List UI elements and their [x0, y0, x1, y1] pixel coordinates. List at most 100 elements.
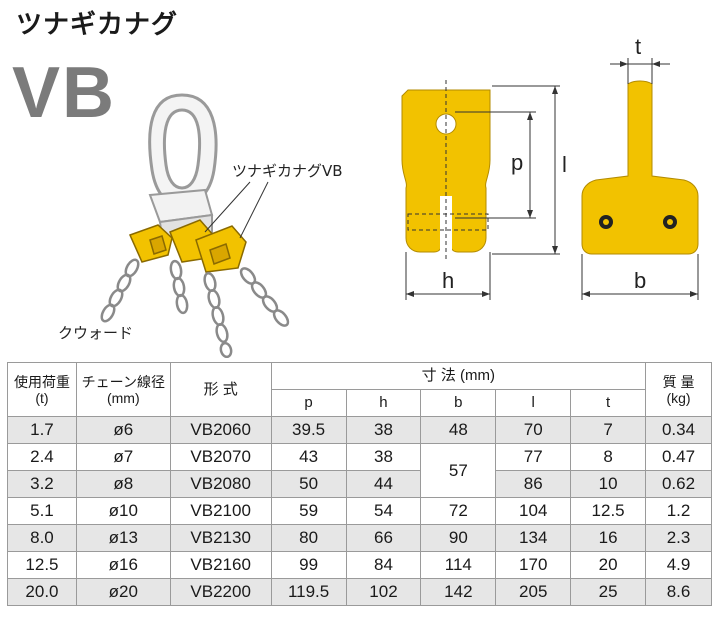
cell-h: 38 [345, 443, 422, 471]
cell-load: 12.5 [7, 551, 77, 579]
cell-mass: 0.34 [645, 416, 712, 444]
dimension-lines [405, 58, 699, 300]
product-illustration [100, 93, 290, 358]
cell-t: 10 [570, 470, 647, 498]
cell-model: VB2060 [169, 416, 272, 444]
cell-chain: ø13 [75, 524, 171, 552]
header-t: t [570, 389, 647, 417]
cell-load: 20.0 [7, 578, 77, 606]
cell-b: 72 [420, 497, 497, 525]
cell-h: 38 [345, 416, 422, 444]
table-row: 3.2 ø8 VB2080 50 44 86 10 0.62 [7, 470, 712, 498]
dimension-arrows [406, 61, 698, 297]
cell-chain: ø20 [75, 578, 171, 606]
cell-model: VB2080 [169, 470, 272, 498]
header-dims: 寸 法 (mm) [270, 362, 647, 390]
cell-load: 2.4 [7, 443, 77, 471]
cell-p: 43 [270, 443, 347, 471]
header-p: p [270, 389, 347, 417]
header-mass: 質 量 (kg) [645, 362, 712, 417]
cell-mass: 0.62 [645, 470, 712, 498]
header-mass-unit: (kg) [666, 389, 691, 406]
cell-load: 1.7 [7, 416, 77, 444]
cell-t: 25 [570, 578, 647, 606]
page-title: ツナギカナグ [16, 10, 179, 40]
cell-model: VB2130 [169, 524, 272, 552]
header-h: h [345, 389, 422, 417]
cell-chain: ø10 [75, 497, 171, 525]
cell-l: 170 [495, 551, 572, 579]
cell-t: 20 [570, 551, 647, 579]
cell-mass: 2.3 [645, 524, 712, 552]
header-mass-label: 質 量 [662, 373, 695, 390]
header-l: l [495, 389, 572, 417]
header-chain-unit: (mm) [106, 389, 140, 406]
cell-h: 66 [345, 524, 422, 552]
cell-mass: 1.2 [645, 497, 712, 525]
cell-t: 8 [570, 443, 647, 471]
dim-label-t: t [635, 34, 642, 59]
cell-l: 77 [495, 443, 572, 471]
cell-model: VB2160 [169, 551, 272, 579]
cell-b: 142 [420, 578, 497, 606]
dim-label-l: l [562, 152, 567, 177]
cell-l: 205 [495, 578, 572, 606]
cell-l: 104 [495, 497, 572, 525]
cell-chain: ø6 [75, 416, 171, 444]
header-load: 使用荷重 (t) [7, 362, 77, 417]
cell-chain: ø16 [75, 551, 171, 579]
cell-mass: 4.9 [645, 551, 712, 579]
cell-p: 50 [270, 470, 347, 498]
table-row: 5.1 ø10 VB2100 59 54 72 104 12.5 1.2 [7, 497, 712, 525]
cell-load: 8.0 [7, 524, 77, 552]
cell-p: 80 [270, 524, 347, 552]
cell-b: 48 [420, 416, 497, 444]
table-row: 8.0 ø13 VB2130 80 66 90 134 16 2.3 [7, 524, 712, 552]
table-row: 20.0 ø20 VB2200 119.5 102 142 205 25 8.6 [7, 578, 712, 606]
cell-b: 90 [420, 524, 497, 552]
chain-icon [100, 258, 290, 358]
cell-mass: 8.6 [645, 578, 712, 606]
cell-p: 99 [270, 551, 347, 579]
header-model: 形 式 [169, 362, 272, 417]
model-heading: VB [12, 53, 117, 133]
cell-p: 119.5 [270, 578, 347, 606]
cell-l: 86 [495, 470, 572, 498]
cell-l: 134 [495, 524, 572, 552]
dim-label-h: h [442, 268, 455, 293]
label-quad: クウォード [58, 324, 134, 342]
cell-model: VB2200 [169, 578, 272, 606]
table-header-row: 使用荷重 (t) チェーン線径 (mm) 形 式 寸 法 (mm) 質 量 (k… [7, 362, 712, 417]
cell-load: 5.1 [7, 497, 77, 525]
cell-h: 54 [345, 497, 422, 525]
dim-label-b: b [634, 268, 647, 293]
cell-chain: ø8 [75, 470, 171, 498]
cell-p: 39.5 [270, 416, 347, 444]
header-chain: チェーン線径 (mm) [75, 362, 171, 417]
dim-label-p: p [511, 150, 524, 175]
cell-model: VB2100 [169, 497, 272, 525]
table-row: 1.7 ø6 VB2060 39.5 38 48 70 7 0.34 [7, 416, 712, 444]
connector-vb-icon [128, 219, 247, 273]
cell-h: 84 [345, 551, 422, 579]
cell-t: 7 [570, 416, 647, 444]
table-row: 2.4 ø7 VB2070 43 38 57 77 8 0.47 [7, 443, 712, 498]
header-load-unit: (t) [35, 389, 49, 406]
cell-h: 102 [345, 578, 422, 606]
spec-table: 使用荷重 (t) チェーン線径 (mm) 形 式 寸 法 (mm) 質 量 (k… [7, 362, 712, 606]
leader-lines [204, 181, 269, 239]
cell-load: 3.2 [7, 470, 77, 498]
header-chain-label: チェーン線径 [81, 373, 165, 390]
header-b: b [420, 389, 497, 417]
cell-p: 59 [270, 497, 347, 525]
cell-t: 12.5 [570, 497, 647, 525]
side-view-icon [581, 80, 699, 255]
header-load-label: 使用荷重 [13, 373, 70, 390]
master-link-icon [148, 93, 218, 207]
cell-h: 44 [345, 470, 422, 498]
cell-chain: ø7 [75, 443, 171, 471]
table-row: 12.5 ø16 VB2160 99 84 114 170 20 4.9 [7, 551, 712, 579]
cell-b-merged: 57 [420, 443, 497, 498]
cell-model: VB2070 [169, 443, 272, 471]
cell-b: 114 [420, 551, 497, 579]
